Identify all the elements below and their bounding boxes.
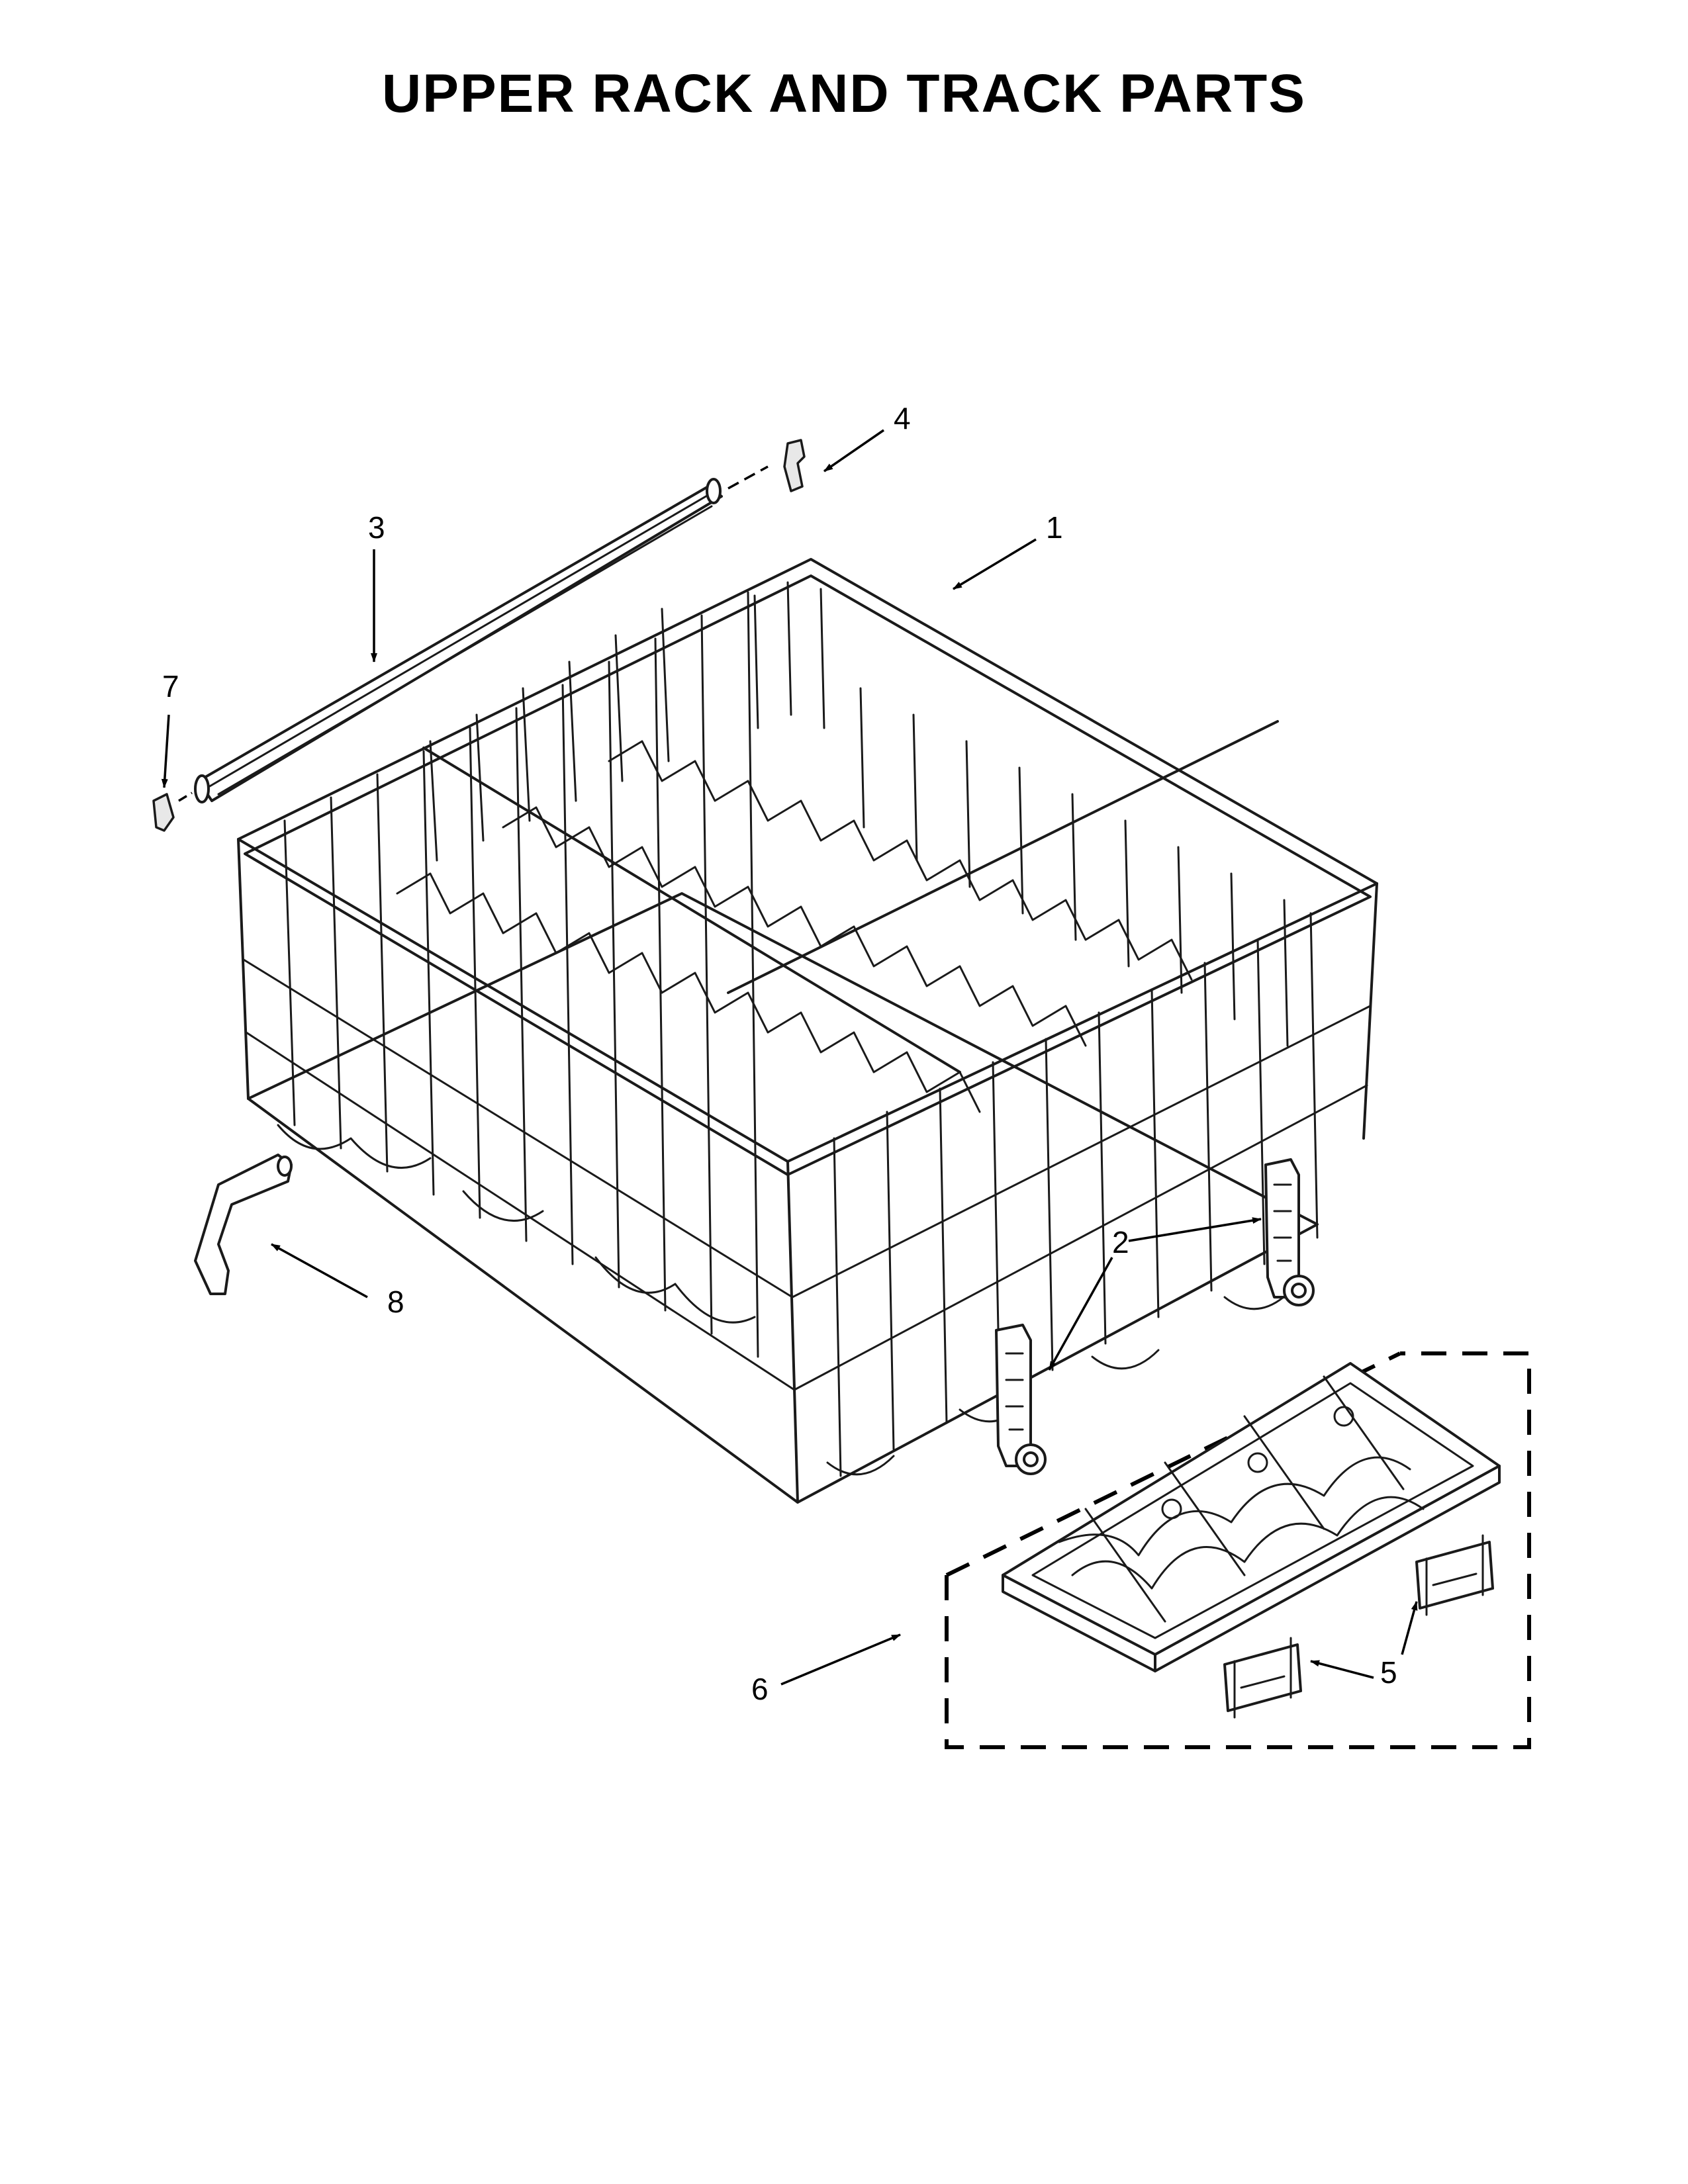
leader-lines — [161, 429, 1418, 1686]
callout-3: 3 — [368, 510, 385, 545]
callout-1: 1 — [1046, 510, 1063, 545]
rail-end-cap — [152, 792, 193, 832]
kit-boundary — [945, 1351, 1531, 1749]
callout-5: 5 — [1380, 1655, 1397, 1690]
callout-7: 7 — [162, 669, 179, 704]
callout-8: 8 — [387, 1285, 404, 1319]
callout-2: 2 — [1112, 1225, 1129, 1259]
upper-rack-basket — [237, 558, 1378, 1504]
page-title: UPPER RACK AND TRACK PARTS — [382, 64, 1306, 124]
rack-adjuster-right — [1264, 1158, 1315, 1306]
upper-rack-rail — [194, 478, 723, 803]
track-tray — [1002, 1362, 1501, 1672]
track-clip-lower — [1223, 1637, 1302, 1719]
rack-handle — [194, 1154, 293, 1295]
callout-4: 4 — [894, 401, 911, 435]
track-clip-upper — [1415, 1534, 1494, 1616]
rail-stop — [727, 439, 806, 492]
rack-adjuster-left — [995, 1324, 1047, 1475]
callout-6: 6 — [751, 1672, 769, 1706]
